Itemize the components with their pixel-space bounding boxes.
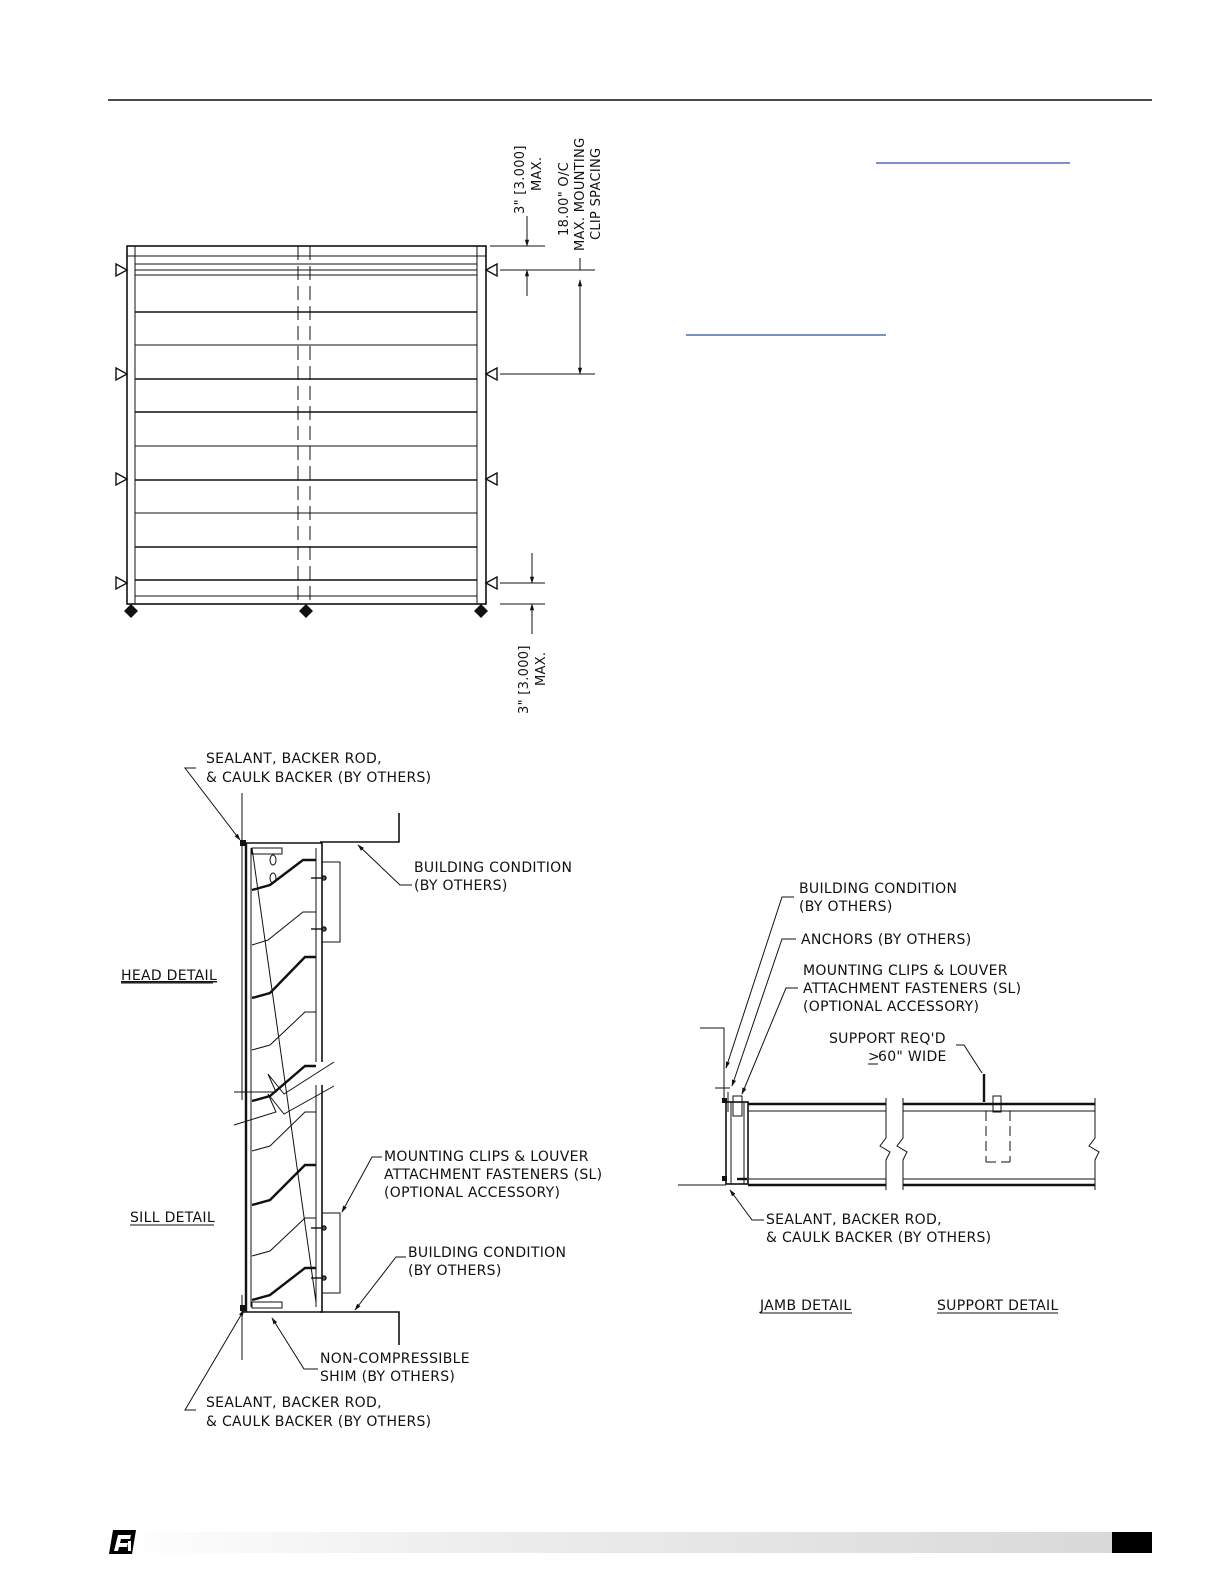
elevation-dimensions: [490, 216, 595, 634]
building-bottom-line2: (BY OTHERS): [408, 1263, 502, 1279]
jamb-anchors: ANCHORS (BY OTHERS): [801, 932, 971, 948]
sill-detail-label: SILL DETAIL: [130, 1210, 215, 1226]
section-blades-sill: [251, 1111, 316, 1302]
jamb-building-line2: (BY OTHERS): [799, 899, 893, 915]
footer-band: [110, 1532, 1112, 1553]
jamb-building-line1: BUILDING CONDITION: [799, 881, 957, 897]
dim-spacing-line2: MAX. MOUNTING: [573, 138, 588, 251]
section-blades-head: [251, 858, 316, 1103]
louver-elevation: 3" [3.000] MAX. 18.00" O/C MAX. MOUNTING…: [115, 138, 604, 714]
head-sill-section: SEALANT, BACKER ROD, & CAULK BACKER (BY …: [121, 751, 602, 1430]
anchor-diamonds: [124, 604, 488, 618]
building-top-line2: (BY OTHERS): [414, 878, 508, 894]
shim-line2: SHIM (BY OTHERS): [320, 1369, 455, 1385]
dim-bottom-value: 3" [3.000]: [517, 645, 532, 714]
head-detail-label: HEAD DETAIL: [121, 968, 217, 984]
support-detail-label: SUPPORT DETAIL: [937, 1298, 1059, 1314]
sealant-top-line2: & CAULK BACKER (BY OTHERS): [206, 770, 431, 786]
clips-line1: MOUNTING CLIPS & LOUVER: [384, 1149, 589, 1165]
jamb-clips-line3: (OPTIONAL ACCESSORY): [803, 999, 979, 1015]
jamb-support-section: BUILDING CONDITION (BY OTHERS) ANCHORS (…: [678, 881, 1100, 1314]
sealant-bottom-line2: & CAULK BACKER (BY OTHERS): [206, 1414, 431, 1430]
dim-spacing-line3: CLIP SPACING: [589, 148, 604, 240]
footer-tab: [1112, 1532, 1152, 1553]
dim-bottom-max: MAX.: [534, 652, 549, 686]
sealant-bottom-line1: SEALANT, BACKER ROD,: [206, 1395, 382, 1411]
support-line1: SUPPORT REQ'D: [829, 1031, 946, 1047]
greenheck-logo-icon: [109, 1530, 136, 1554]
footer: [109, 1530, 1152, 1554]
sealant-top-line1: SEALANT, BACKER ROD,: [206, 751, 382, 767]
clips-line3: (OPTIONAL ACCESSORY): [384, 1185, 560, 1201]
building-top-line1: BUILDING CONDITION: [414, 860, 572, 876]
support-line2: 60" WIDE: [878, 1049, 947, 1065]
jamb-clips-line1: MOUNTING CLIPS & LOUVER: [803, 963, 1008, 979]
jamb-detail-label: JAMB DETAIL: [759, 1298, 852, 1314]
shim-line1: NON-COMPRESSIBLE: [320, 1351, 470, 1367]
support-gte: >: [868, 1049, 880, 1065]
dim-top-value: 3" [3.000]: [513, 145, 528, 214]
dim-top-max: MAX.: [530, 157, 545, 191]
building-bottom-line1: BUILDING CONDITION: [408, 1245, 566, 1261]
mounting-clip-markers: [115, 262, 498, 591]
clips-line2: ATTACHMENT FASTENERS (SL): [384, 1167, 602, 1183]
dim-spacing-value: 18.00" O/C: [557, 162, 572, 236]
jamb-sealant-line2: & CAULK BACKER (BY OTHERS): [766, 1230, 991, 1246]
jamb-sealant-line1: SEALANT, BACKER ROD,: [766, 1212, 942, 1228]
jamb-clips-line2: ATTACHMENT FASTENERS (SL): [803, 981, 1021, 997]
louver-blades: [135, 311, 477, 597]
